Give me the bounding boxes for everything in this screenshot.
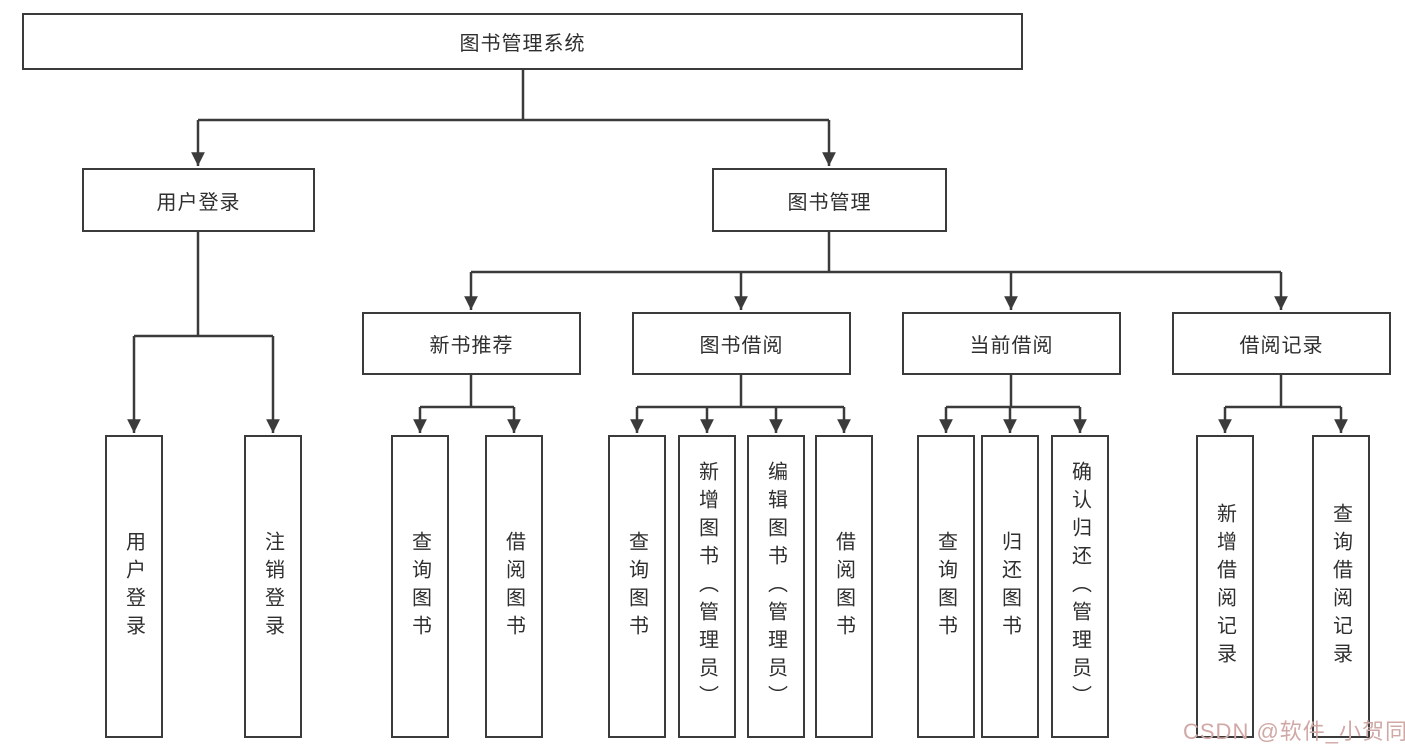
- leaf-query-borrow-record: 查询借阅记录: [1312, 435, 1370, 738]
- node-book-management: 图书管理: [712, 168, 947, 232]
- node-current-borrow: 当前借阅: [902, 312, 1121, 375]
- node-root-label: 图书管理系统: [459, 33, 586, 55]
- leaf-edit-book-admin-label: 编辑图书（管理员）: [764, 460, 787, 713]
- node-root: 图书管理系统: [22, 13, 1023, 70]
- leaf-borrow-books-recommend: 借阅图书: [485, 435, 543, 738]
- leaf-borrow-books: 借阅图书: [815, 435, 873, 738]
- node-user-login: 用户登录: [82, 168, 315, 232]
- leaf-query-books-current-label: 查询图书: [934, 530, 957, 643]
- node-book-borrow: 图书借阅: [632, 312, 851, 375]
- leaf-user-login-label: 用户登录: [122, 530, 145, 643]
- watermark: CSDN @软件_小贺同学: [1183, 719, 1405, 744]
- leaf-add-borrow-record: 新增借阅记录: [1196, 435, 1254, 738]
- leaf-return-books-label: 归还图书: [998, 530, 1021, 643]
- node-book-borrow-label: 图书借阅: [699, 335, 784, 357]
- leaf-confirm-return-admin-label: 确认归还（管理员）: [1068, 460, 1091, 713]
- leaf-query-books-current: 查询图书: [917, 435, 975, 738]
- leaf-edit-book-admin: 编辑图书（管理员）: [747, 435, 805, 738]
- leaf-logout: 注销登录: [244, 435, 302, 738]
- leaf-add-book-admin-label: 新增图书（管理员）: [695, 460, 718, 713]
- leaf-return-books: 归还图书: [981, 435, 1039, 738]
- leaf-add-book-admin: 新增图书（管理员）: [678, 435, 736, 738]
- leaf-borrow-books-recommend-label: 借阅图书: [502, 530, 525, 643]
- leaf-borrow-books-label: 借阅图书: [832, 530, 855, 643]
- node-new-book-recommend: 新书推荐: [362, 312, 581, 375]
- leaf-confirm-return-admin: 确认归还（管理员）: [1051, 435, 1109, 738]
- node-borrow-records: 借阅记录: [1172, 312, 1391, 375]
- node-book-management-label: 图书管理: [787, 191, 872, 214]
- node-current-borrow-label: 当前借阅: [969, 335, 1054, 357]
- leaf-user-login: 用户登录: [105, 435, 163, 738]
- leaf-query-borrow-record-label: 查询借阅记录: [1329, 502, 1352, 671]
- leaf-query-books-borrow: 查询图书: [608, 435, 666, 738]
- node-borrow-records-label: 借阅记录: [1239, 335, 1324, 357]
- node-new-book-recommend-label: 新书推荐: [429, 335, 514, 357]
- leaf-add-borrow-record-label: 新增借阅记录: [1213, 502, 1236, 671]
- leaf-query-books-recommend-label: 查询图书: [408, 530, 431, 643]
- leaf-query-books-recommend: 查询图书: [391, 435, 449, 738]
- leaf-query-books-borrow-label: 查询图书: [625, 530, 648, 643]
- leaf-logout-label: 注销登录: [261, 530, 284, 643]
- node-user-login-label: 用户登录: [156, 191, 241, 214]
